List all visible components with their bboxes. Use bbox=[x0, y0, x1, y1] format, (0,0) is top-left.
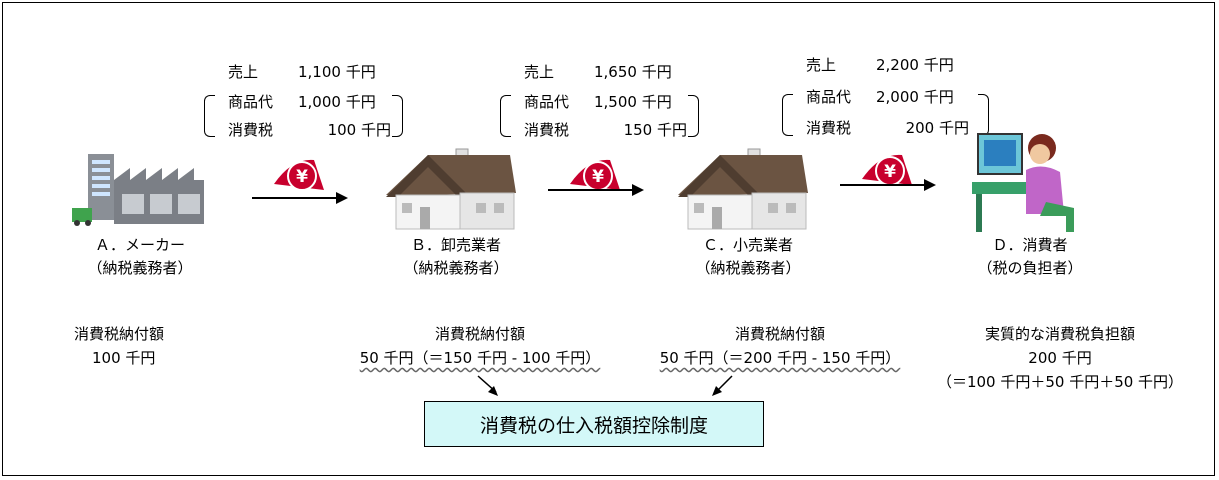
goods-label: 商品代 bbox=[524, 93, 570, 111]
pointer-arrow-left-head bbox=[488, 386, 498, 396]
tax-label: 消費税 bbox=[524, 121, 570, 139]
actor-c: Ｃ．小売業者 （納税義務者） bbox=[668, 236, 828, 277]
sales-value: 2,200 千円 bbox=[876, 56, 954, 74]
payment-title: 消費税納付額 bbox=[74, 325, 165, 343]
sales-value: 1,650 千円 bbox=[594, 63, 672, 81]
chair bbox=[1040, 202, 1074, 232]
house-icon bbox=[386, 148, 516, 230]
payment-title: 実質的な消費税負担額 bbox=[984, 325, 1135, 343]
consumer-icon bbox=[972, 133, 1074, 232]
payment-title: 消費税納付額 bbox=[434, 325, 525, 343]
right-bracket bbox=[392, 95, 403, 137]
goods-row: 商品代 2,000 千円 bbox=[806, 88, 954, 106]
goods-label: 商品代 bbox=[806, 88, 852, 106]
house-icon bbox=[678, 148, 808, 230]
sales-row: 売上 1,100 千円 bbox=[228, 63, 376, 81]
tax-row: 消費税 100 千円 bbox=[228, 121, 391, 139]
yen-arrow-icon: ¥ bbox=[252, 159, 348, 204]
tax-value: 100 千円 bbox=[327, 121, 391, 139]
sales-value: 1,100 千円 bbox=[298, 63, 376, 81]
payment-d: 実質的な消費税負担額 200 千円 （＝100 千円＋50 千円＋50 千円） bbox=[920, 325, 1200, 391]
goods-value: 1,500 千円 bbox=[594, 93, 672, 111]
goods-label: 商品代 bbox=[228, 93, 274, 111]
actor-role: （税の負担者） bbox=[977, 259, 1083, 277]
payment-c: 消費税納付額 50 千円（＝200 千円 - 150 千円） bbox=[630, 325, 930, 367]
goods-row: 商品代 1,500 千円 bbox=[524, 93, 672, 111]
tax-value: 150 千円 bbox=[623, 121, 687, 139]
flow-arrow-head bbox=[924, 179, 936, 191]
actor-role: （納税義務者） bbox=[695, 259, 801, 277]
yen-arrow-icon: ¥ bbox=[548, 159, 644, 196]
payment-b: 消費税納付額 50 千円（＝150 千円 - 100 千円） bbox=[330, 325, 630, 367]
pointer-arrow-right-head bbox=[712, 386, 722, 396]
desk bbox=[972, 182, 1028, 194]
left-bracket bbox=[500, 95, 511, 137]
actor-name: Ｃ．小売業者 bbox=[702, 236, 793, 254]
flow-arrow-head bbox=[336, 192, 348, 204]
actor-b: Ｂ．卸売業者 （納税義務者） bbox=[376, 236, 536, 277]
actor-name: Ａ．メーカー bbox=[94, 236, 185, 254]
sales-label: 売上 bbox=[524, 63, 555, 81]
yen-symbol: ¥ bbox=[884, 162, 896, 182]
person-shirt bbox=[1026, 166, 1064, 214]
tax-row: 消費税 150 千円 bbox=[524, 121, 687, 139]
yen-badge bbox=[287, 161, 317, 191]
actor-role: （納税義務者） bbox=[87, 259, 193, 277]
sales-row: 売上 2,200 千円 bbox=[806, 56, 954, 74]
goods-value: 2,000 千円 bbox=[876, 88, 954, 106]
goods-value: 1,000 千円 bbox=[298, 93, 376, 111]
tax-row: 消費税 200 千円 bbox=[806, 119, 969, 137]
yen-arrow-icon: ¥ bbox=[840, 154, 936, 191]
input-tax-credit-box: 消費税の仕入税額控除制度 bbox=[424, 401, 764, 447]
actor-role: （納税義務者） bbox=[403, 259, 509, 277]
payment-amount: 100 千円 bbox=[92, 349, 156, 367]
goods-row: 商品代 1,000 千円 bbox=[228, 93, 376, 111]
sales-row: 売上 1,650 千円 bbox=[524, 63, 672, 81]
yen-symbol: ¥ bbox=[592, 167, 604, 187]
payment-amount: 200 千円 bbox=[1028, 349, 1092, 367]
factory-icon bbox=[72, 154, 204, 226]
left-bracket bbox=[204, 95, 215, 137]
payment-detail: （＝100 千円＋50 千円＋50 千円） bbox=[936, 373, 1184, 391]
tax-label: 消費税 bbox=[806, 119, 852, 137]
left-bracket bbox=[782, 94, 793, 136]
payment-a: 消費税納付額 100 千円 bbox=[74, 325, 164, 367]
pointer-arrows bbox=[477, 375, 733, 396]
payment-amount: 50 千円（＝150 千円 - 100 千円） bbox=[359, 349, 601, 367]
tax-value: 200 千円 bbox=[905, 119, 969, 137]
truck bbox=[72, 208, 92, 222]
tax-label: 消費税 bbox=[228, 121, 274, 139]
actor-d: Ｄ．消費者 （税の負担者） bbox=[950, 236, 1110, 277]
right-bracket bbox=[688, 95, 699, 137]
sales-label: 売上 bbox=[228, 63, 259, 81]
flow-arrow-head bbox=[632, 184, 644, 196]
yen-symbol: ¥ bbox=[296, 167, 308, 187]
actor-name: Ｂ．卸売業者 bbox=[410, 236, 501, 254]
payment-amount: 50 千円（＝200 千円 - 150 千円） bbox=[659, 349, 901, 367]
actor-a: Ａ．メーカー （納税義務者） bbox=[60, 236, 220, 277]
payment-title: 消費税納付額 bbox=[734, 325, 825, 343]
actor-name: Ｄ．消費者 bbox=[992, 236, 1068, 254]
sales-label: 売上 bbox=[806, 56, 837, 74]
